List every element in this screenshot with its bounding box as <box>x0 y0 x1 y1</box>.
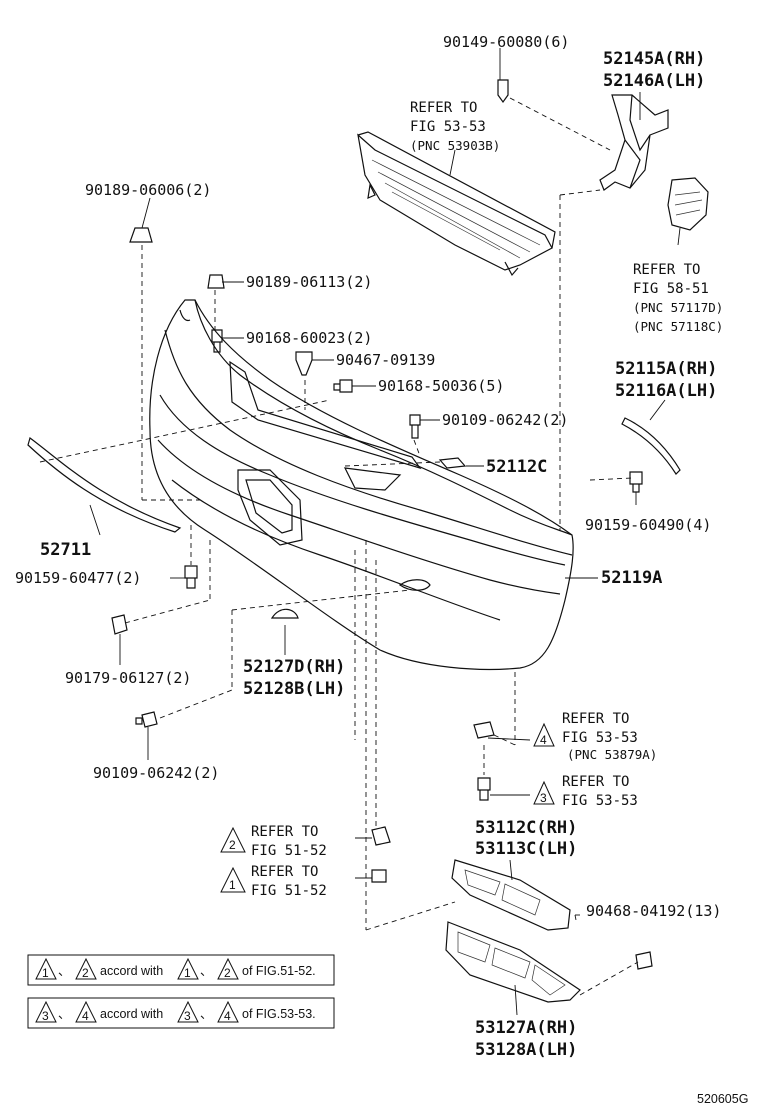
label-90467-09139: 90467-09139 <box>336 351 435 369</box>
refer-label-fig-53-53: REFER TO <box>410 100 477 116</box>
refer-label-pnc-57118c: (PNC 57118C) <box>633 319 723 334</box>
svg-text:of FIG.53-53.: of FIG.53-53. <box>242 1007 316 1021</box>
svg-text:3: 3 <box>540 791 547 805</box>
refer-label-ref1-line2: FIG 51-52 <box>251 883 327 899</box>
note-box-fig-53-53: 3 、 4 accord with 3 、 4 of FIG.53-53. <box>27 997 335 1029</box>
svg-text:1: 1 <box>184 966 191 980</box>
label-52127d-rh: 52127D(RH) <box>243 657 345 677</box>
svg-text:accord with: accord with <box>100 1007 163 1021</box>
label-52145a-rh: 52145A(RH) <box>603 49 705 69</box>
refer-label-pnc-57117d: (PNC 57117D) <box>633 300 723 315</box>
label-52115a-rh: 52115A(RH) <box>615 359 717 379</box>
label-90189-06006: 90189-06006(2) <box>85 181 211 199</box>
label-53113c-lh: 53113C(LH) <box>475 839 577 859</box>
ref-triangle-3: 3 <box>533 780 555 805</box>
refer-label-pnc-53879a: (PNC 53879A) <box>567 747 657 762</box>
label-90168-50036: 90168-50036(5) <box>378 377 504 395</box>
label-52112c: 52112C <box>486 457 547 477</box>
svg-text:accord with: accord with <box>100 964 163 978</box>
ref-triangle-4: 4 <box>533 722 555 747</box>
upper-grille <box>451 859 571 931</box>
svg-text:4: 4 <box>82 1009 89 1023</box>
label-90109-06242-upper: 90109-06242(2) <box>442 411 568 429</box>
note-box-fig-51-52: 1 、 2 accord with 1 、 2 of FIG.51-52. <box>27 954 335 986</box>
ref-triangle-1: 1 <box>220 866 246 893</box>
refer-label-ref4: REFER TO <box>562 711 629 727</box>
label-90159-60477: 90159-60477(2) <box>15 569 141 587</box>
lower-molding-52711 <box>27 437 182 533</box>
label-52116a-lh: 52116A(LH) <box>615 381 717 401</box>
refer-label-ref2: REFER TO <box>251 824 318 840</box>
diagram-code: 520605G <box>697 1092 748 1106</box>
refer-label-ref4-line2: FIG 53-53 <box>562 730 638 746</box>
svg-text:、: 、 <box>200 1007 213 1021</box>
refer-label-fig-53-53-line2: FIG 53-53 <box>410 119 486 135</box>
svg-text:、: 、 <box>58 1007 71 1021</box>
side-molding <box>621 417 681 475</box>
label-52128b-lh: 52128B(LH) <box>243 679 345 699</box>
svg-text:、: 、 <box>58 964 71 978</box>
refer-label-pnc-53903b: (PNC 53903B) <box>410 138 500 153</box>
refer-label-ref2-line2: FIG 51-52 <box>251 843 327 859</box>
bumper-cover <box>149 299 574 671</box>
svg-text:4: 4 <box>224 1009 231 1023</box>
svg-text:4: 4 <box>540 733 547 747</box>
refer-label-ref3-line2: FIG 53-53 <box>562 793 638 809</box>
label-90189-06113: 90189-06113(2) <box>246 273 372 291</box>
refer-label-fig-58-51-line2: FIG 58-51 <box>633 281 709 297</box>
ref-triangle-2: 2 <box>220 826 246 853</box>
refer-label-ref3: REFER TO <box>562 774 629 790</box>
label-52119a: 52119A <box>601 568 662 588</box>
label-90168-60023: 90168-60023(2) <box>246 329 372 347</box>
refer-label-fig-58-51: REFER TO <box>633 262 700 278</box>
lower-grille <box>445 921 581 1003</box>
svg-text:、: 、 <box>200 964 213 978</box>
svg-text:2: 2 <box>224 966 231 980</box>
label-53127a-rh: 53127A(RH) <box>475 1018 577 1038</box>
bumper-bracket <box>599 94 709 231</box>
leader-lines <box>89 48 681 1016</box>
label-52711: 52711 <box>40 540 91 560</box>
svg-text:2: 2 <box>82 966 89 980</box>
svg-text:3: 3 <box>42 1009 49 1023</box>
refer-label-ref1: REFER TO <box>251 864 318 880</box>
svg-text:2: 2 <box>229 838 236 852</box>
svg-text:3: 3 <box>184 1009 191 1023</box>
label-90468-04192: 90468-04192(13) <box>586 902 721 920</box>
bumper-reinforcement <box>357 131 556 277</box>
label-53112c-rh: 53112C(RH) <box>475 818 577 838</box>
svg-text:1: 1 <box>229 878 236 892</box>
svg-text:1: 1 <box>42 966 49 980</box>
label-90179-06127: 90179-06127(2) <box>65 669 191 687</box>
label-90109-06242-lower: 90109-06242(2) <box>93 764 219 782</box>
label-52146a-lh: 52146A(LH) <box>603 71 705 91</box>
svg-text:of FIG.51-52.: of FIG.51-52. <box>242 964 316 978</box>
dashed-lines <box>39 97 639 996</box>
label-90149-60080: 90149-60080(6) <box>443 33 569 51</box>
label-53128a-lh: 53128A(LH) <box>475 1040 577 1060</box>
label-90159-60490: 90159-60490(4) <box>585 516 711 534</box>
